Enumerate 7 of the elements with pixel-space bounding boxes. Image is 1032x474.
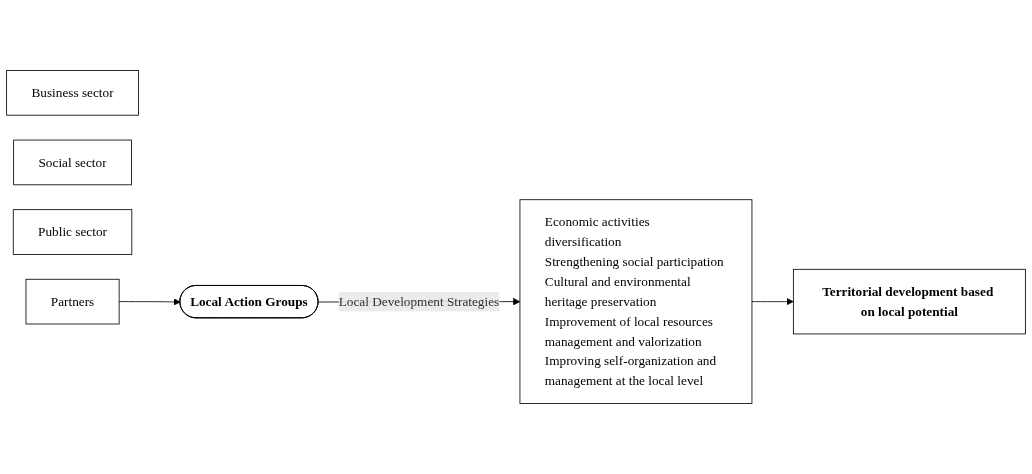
node-box: Territorial development based on local potential — [792, 268, 1026, 335]
node-box: Social sector — [13, 139, 132, 186]
node-box: Business sector — [6, 70, 139, 116]
edge-label: Local Development Strategies — [338, 294, 500, 309]
node-box: Economic activities diversification Strengthening social participation Cultural and environmental heritage preservation Improvement of local resources management and valorization Improving self-organization and management at the local level — [519, 199, 753, 404]
node-box: Partners — [25, 278, 120, 325]
node-box: Public sector — [12, 209, 133, 255]
